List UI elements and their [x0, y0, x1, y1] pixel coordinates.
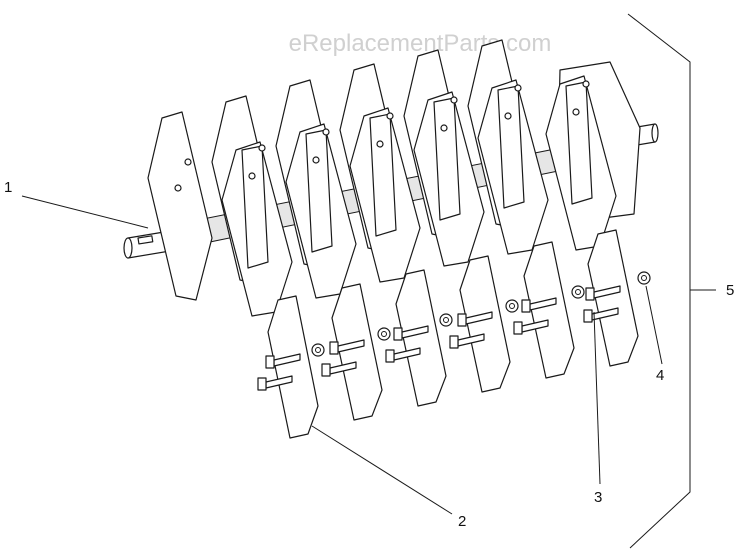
watermark: eReplacementParts.com [288, 30, 552, 57]
leader-2 [311, 425, 453, 515]
leader-1 [21, 195, 149, 229]
group-bracket [627, 13, 716, 549]
leader-3 [593, 311, 601, 485]
leader-4 [645, 285, 663, 365]
leader-lines [21, 195, 663, 515]
loose-nuts [311, 271, 651, 357]
callout-1: 1 [4, 179, 13, 196]
callout-2: 2 [458, 513, 467, 530]
loose-blades [267, 229, 639, 439]
callout-5: 5 [726, 282, 735, 299]
callout-3: 3 [594, 489, 603, 506]
loose-bolts [257, 285, 621, 391]
callout-4: 4 [656, 367, 665, 384]
assembly-bolts [174, 80, 590, 192]
